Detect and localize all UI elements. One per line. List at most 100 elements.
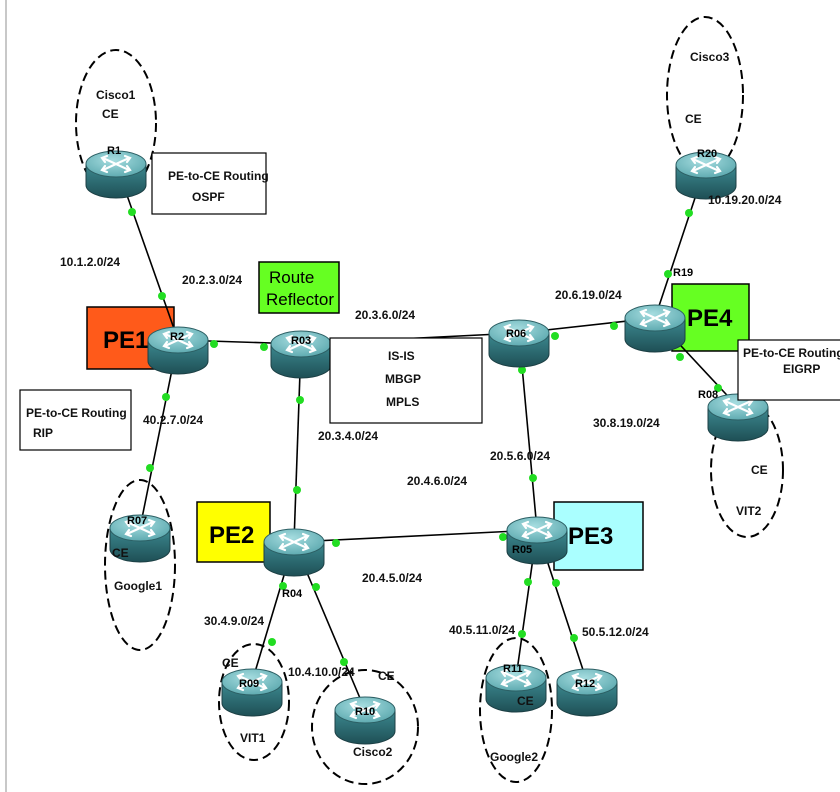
route-reflector-line2: Reflector [266, 290, 334, 309]
pe-ce-eigrp-box: PE-to-CE Routing EIGRP [737, 339, 840, 401]
subnet-label-r2-r03: 20.2.3.0/24 [182, 273, 242, 287]
port-indicator [296, 396, 304, 404]
subnet-label-r19-r08: 30.8.19.0/24 [593, 416, 660, 430]
port-indicator [518, 630, 526, 638]
site-vit2-ce: CE [751, 463, 768, 477]
port-indicator [340, 658, 348, 666]
subnet-label-r06-r05: 20.5.6.0/24 [490, 449, 550, 463]
port-indicator [552, 579, 560, 587]
site-vit1-ce: CE [222, 656, 239, 670]
port-indicator [685, 209, 693, 217]
port-indicator [268, 638, 276, 646]
port-indicator [714, 384, 722, 392]
pe-ce-rip-line1: PE-to-CE Routing [26, 406, 127, 420]
site-cisco3-name: Cisco3 [690, 50, 730, 64]
pe-ce-ospf-box: PE-to-CE Routing OSPF [151, 152, 269, 215]
site-google2-ce: CE [517, 694, 534, 708]
port-indicator [162, 393, 170, 401]
router-label-r07: R07 [127, 515, 147, 527]
router-r20[interactable]: R20 [675, 148, 737, 200]
port-indicator [529, 474, 537, 482]
router-label-r05: R05 [512, 544, 532, 556]
router-label-r19: R19 [673, 267, 693, 279]
router-label-r10: R10 [355, 706, 375, 718]
pe-ce-rip-line2: RIP [33, 426, 53, 440]
site-cisco2-ce: CE [378, 669, 395, 683]
site-vit2-boundary [710, 402, 784, 538]
pe4-label: PE4 [687, 305, 733, 332]
site-cisco2-name: Cisco2 [353, 745, 393, 759]
pe2-box: PE2 [196, 501, 271, 563]
subnet-label-r1-r2: 10.1.2.0/24 [60, 255, 120, 269]
site-google1-boundary [104, 479, 176, 651]
router-label-r20: R20 [697, 148, 717, 160]
port-indicator [293, 486, 301, 494]
router-r07[interactable]: R07 [109, 514, 171, 563]
site-google2-boundary [479, 637, 553, 783]
subnet-label-r04-r05: 20.4.5.0/24 [362, 571, 422, 585]
router-r12[interactable]: R12 [556, 668, 618, 717]
site-vit2-name: VIT2 [736, 504, 762, 518]
port-indicator [610, 322, 618, 330]
router-r10[interactable]: R10 [334, 696, 396, 745]
subnet-label-r04-r09: 30.4.9.0/24 [204, 614, 264, 628]
route-reflector-box: Route Reflector [258, 261, 340, 314]
port-indicator [332, 539, 340, 547]
pe-ce-eigrp-line1: PE-to-CE Routing [743, 346, 840, 360]
router-label-r2: R2 [170, 331, 184, 343]
router-label-r04: R04 [282, 588, 303, 600]
pe-ce-ospf-line2: OSPF [192, 190, 225, 204]
port-indicator [524, 578, 532, 586]
router-label-r12: R12 [575, 678, 595, 690]
port-indicator [210, 340, 218, 348]
subnet-label-r03-r04: 20.3.4.0/24 [318, 429, 378, 443]
core-protocol-isis: IS-IS [388, 349, 415, 363]
router-r09[interactable]: R09 [221, 668, 283, 717]
router-r2[interactable]: R2 [147, 326, 209, 375]
router-r1[interactable]: R1 [85, 145, 147, 199]
core-protocol-mpls: MPLS [386, 395, 419, 409]
core-protocol-mbgp: MBGP [385, 372, 421, 386]
port-indicator [312, 583, 320, 591]
site-vit1-name: VIT1 [240, 731, 266, 745]
subnet-label-r19-r20: 10.19.20.0/24 [708, 193, 782, 207]
site-vit1-boundary [218, 643, 290, 761]
router-label-r1: R1 [107, 145, 121, 157]
core-protocols-box: IS-IS MBGP MPLS [329, 337, 483, 424]
subnet-label-r03-r06: 20.3.6.0/24 [355, 308, 415, 322]
router-r03[interactable]: R03 [270, 330, 332, 379]
router-r19[interactable]: R19 [624, 267, 693, 353]
port-indicator [146, 464, 154, 472]
router-r04[interactable]: R04 [263, 528, 325, 600]
site-google2-name: Google2 [490, 750, 538, 764]
router-r05[interactable]: R05 [506, 516, 568, 565]
site-cisco3-boundary [666, 16, 744, 174]
site-cisco1-name: Cisco1 [96, 88, 136, 102]
port-indicator [570, 634, 578, 642]
site-google1-ce: CE [112, 546, 129, 560]
pe-ce-rip-box: PE-to-CE Routing RIP [19, 389, 132, 451]
subnet-label-r04-r05-alt: 20.4.6.0/24 [407, 474, 467, 488]
route-reflector-line1: Route [269, 268, 314, 287]
port-indicator [128, 208, 136, 216]
router-r11[interactable]: R11 [485, 663, 547, 713]
port-indicator [664, 270, 672, 278]
site-cisco3-ce: CE [685, 112, 702, 126]
pe3-box: PE3 [553, 501, 644, 571]
pe3-label: PE3 [568, 523, 613, 550]
pe-ce-ospf-line1: PE-to-CE Routing [168, 169, 269, 183]
router-r06[interactable]: R06 [488, 319, 550, 368]
pe1-label: PE1 [103, 327, 148, 354]
pe2-label: PE2 [209, 522, 254, 549]
subnet-label-r05-r12: 50.5.12.0/24 [582, 625, 649, 639]
router-label-r08: R08 [698, 389, 718, 401]
subnet-label-r2-r07: 40.2.7.0/24 [143, 413, 203, 427]
router-label-r09: R09 [239, 678, 259, 690]
port-indicator [260, 343, 268, 351]
port-indicator [518, 366, 526, 374]
subnet-label-r04-r10: 10.4.10.0/24 [288, 665, 355, 679]
port-indicator [676, 353, 684, 361]
port-indicator [551, 332, 559, 340]
